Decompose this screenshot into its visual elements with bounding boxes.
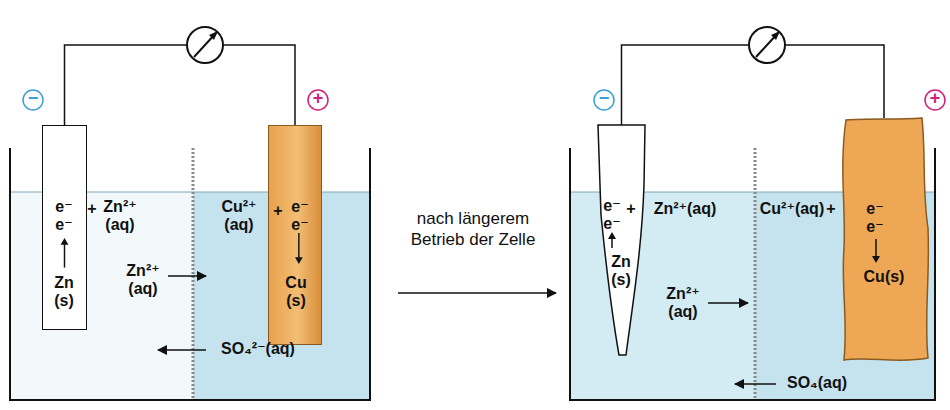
zinc-solution [10,192,193,400]
electrode-outline [838,118,930,363]
electrode-text: Zn (s) [43,274,85,309]
ion-label: Cu²⁺(aq) [759,200,825,218]
migration-arrow [735,383,776,385]
wire [65,45,296,125]
polarity-circle [594,90,614,110]
diaphragm [754,148,757,400]
diaphragm [192,148,195,400]
voltmeter [749,27,785,63]
electrode-text: Cu(s) [854,268,914,286]
copper-electrode: + e⁻ e⁻ Cu (s) [268,125,322,345]
meter-needle [771,31,780,40]
electron-arrow [64,243,65,268]
meter-needle [209,31,218,40]
electrode-text: e⁻ e⁻ [603,197,621,232]
ion-label: Zn²⁺(aq) [648,200,722,218]
ion-label: SO₄(aq) [780,374,854,392]
voltmeter [749,27,785,63]
migration-arrow [168,275,206,277]
electrode-text: Cu (s) [279,274,313,309]
zinc-solution [570,192,755,400]
electrode-outline [843,118,929,360]
electrode-text: + [271,202,285,220]
electrode-text: e⁻ e⁻ [291,198,309,233]
polarity-sign: + [925,89,945,109]
polarity-sign: + [308,89,328,109]
polarity-sign: − [594,89,614,109]
voltmeter [187,27,223,63]
zinc-electrode: e⁻ e⁻ Zn (s) [42,125,87,330]
polarity-circle [23,90,43,110]
electrode-outline [598,125,645,357]
electrode-text: e⁻ e⁻ [866,200,884,235]
corroded-zinc-electrode: e⁻ e⁻ Zn (s) [598,125,645,357]
electron-arrow [872,256,880,263]
electrode-text: e⁻ e⁻ [55,198,73,233]
polarity-circle [308,90,328,110]
ion-label: Zn²⁺ (aq) [98,198,142,233]
process-note: nach längerem Betrieb der Zelle [398,208,548,251]
polarity-sign: − [23,89,43,109]
electron-arrow [598,125,645,357]
electron-arrow [608,232,616,239]
process-arrow [398,292,556,294]
electron-arrow [838,118,930,363]
ion-label: SO₄²⁻(aq) [212,340,304,358]
electrode-text: Zn (s) [605,253,637,288]
voltmeter [187,27,223,63]
electrode-outline [598,125,645,355]
electron-arrow [298,233,299,259]
electron-arrow [295,257,303,264]
ion-label: Cu²⁺ (aq) [216,198,262,233]
electron-arrow [875,239,877,258]
plus-sign: + [86,200,98,218]
ion-label: Zn²⁺ (aq) [660,285,706,320]
electron-arrow [269,126,321,344]
plus-sign: + [624,200,638,218]
migration-arrow [158,349,206,351]
grown-copper-electrode: e⁻ e⁻ Cu(s) [838,118,930,363]
ion-label: Zn²⁺ (aq) [120,262,166,297]
polarity-circle [925,90,945,110]
plus-sign: + [824,200,838,218]
electron-arrow [61,238,69,245]
migration-arrow [708,302,748,304]
